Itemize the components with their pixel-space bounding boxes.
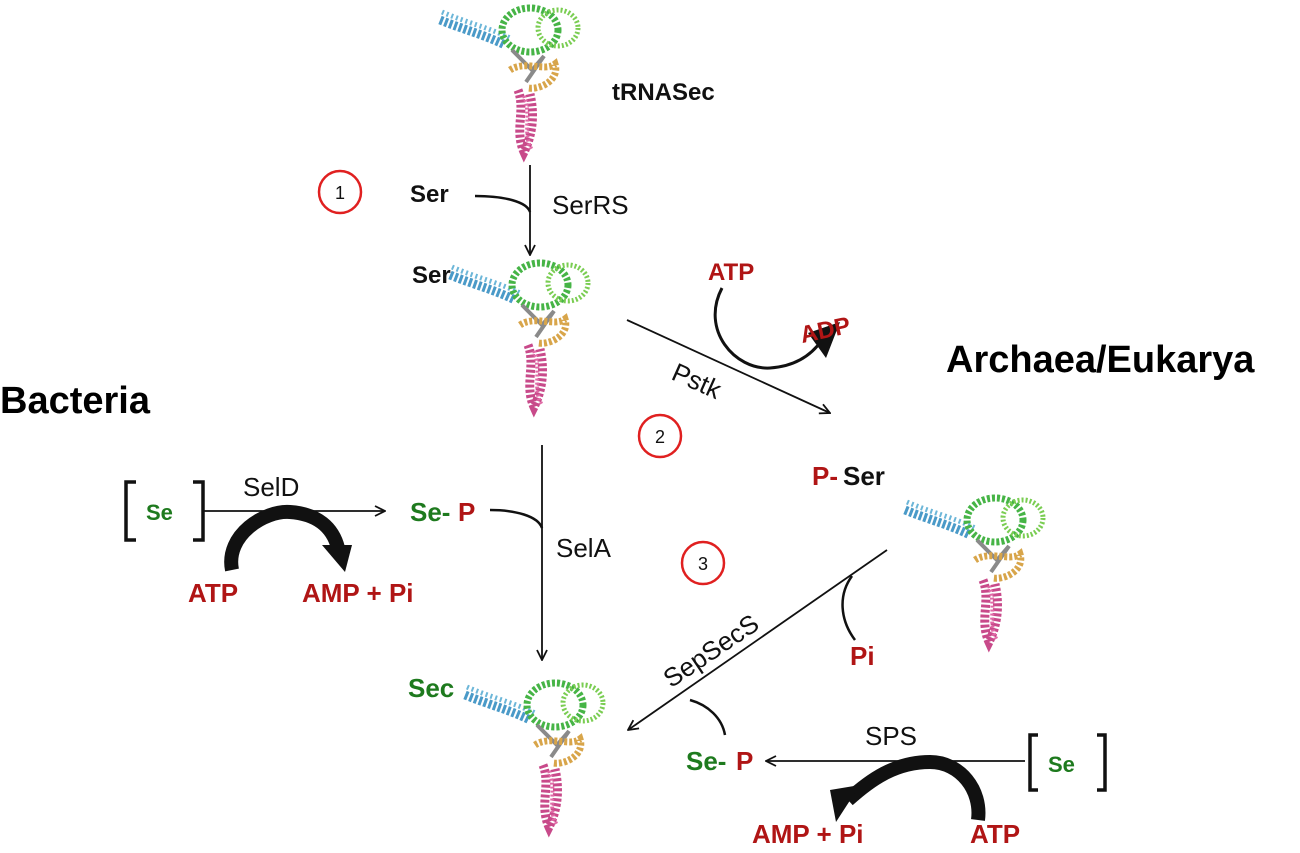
pstk-adp-label: ADP [798, 312, 853, 349]
bacteria-label: Bacteria [0, 380, 151, 422]
amp-arrowhead [322, 545, 352, 572]
se-p-feed-curve [489, 508, 544, 529]
trna-sec-label: tRNASec [612, 79, 715, 106]
ser-substrate-label: Ser [410, 181, 449, 208]
pstk-arrow [626, 319, 830, 413]
bacteria-se-p-se: Se- [410, 497, 450, 527]
pser-ser-label: Ser [843, 461, 885, 491]
sps-amp-arrowhead [830, 785, 860, 822]
step-3-circle [680, 540, 726, 586]
step-1-number: 1 [335, 183, 345, 203]
step-3-number: 3 [698, 554, 708, 574]
seld-atp-label: ATP [188, 578, 238, 608]
sps-enzyme-label: SPS [865, 721, 917, 751]
step-2-number: 2 [655, 427, 665, 447]
sps-se-left-bracket [1028, 733, 1038, 792]
trna-molecule-ser [450, 263, 588, 407]
sps-amp-pi-label: AMP + Pi [752, 819, 864, 849]
sepsecs-pi-label: Pi [850, 641, 875, 671]
adp-arrowhead [808, 322, 840, 358]
sepsecs-enzyme-label: SepSecS [658, 608, 765, 693]
bacteria-se-label: Se [146, 500, 173, 525]
sec-label: Sec [408, 673, 454, 703]
trna-molecule-top [440, 8, 578, 152]
se-left-bracket [124, 480, 136, 542]
seld-amp-pi-label: AMP + Pi [302, 578, 414, 608]
se-p-archaea-feed-curve [689, 698, 727, 736]
pstk-enzyme-label: Pstk [668, 357, 727, 405]
sps-atp-amp-curve [843, 754, 986, 821]
archaea-se-label: Se [1048, 752, 1075, 777]
trna-molecule-sec [465, 683, 603, 827]
sela-enzyme-label: SelA [556, 533, 612, 563]
serrs-enzyme-label: SerRS [552, 190, 629, 220]
sepsecs-arrow [628, 549, 888, 730]
atp-adp-curve [713, 287, 824, 370]
step-1-circle [317, 169, 363, 215]
ser-trna-label: Ser [412, 262, 451, 289]
archaea-se-p-se: Se- [686, 746, 726, 776]
archaea-se-p-p: P [736, 746, 753, 776]
bacteria-se-p-p: P [458, 497, 475, 527]
step-2-circle [637, 413, 683, 459]
sps-se-right-bracket [1097, 733, 1107, 792]
pstk-atp-label: ATP [708, 259, 754, 286]
seld-atp-amp-curve [224, 504, 345, 572]
seld-enzyme-label: SelD [243, 472, 299, 502]
archaea-eukarya-label: Archaea/Eukarya [946, 339, 1255, 381]
sps-atp-label: ATP [970, 819, 1020, 849]
pi-release-curve [841, 575, 857, 641]
pser-p-label: P- [812, 461, 838, 491]
se-right-bracket [193, 480, 205, 542]
trna-molecule-pser [905, 498, 1043, 642]
ser-feed-curve [474, 194, 532, 213]
